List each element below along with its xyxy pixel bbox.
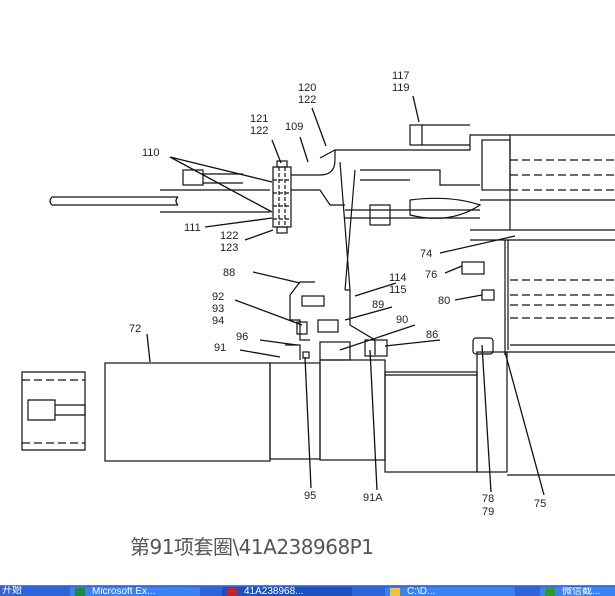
callout-110: 110: [142, 147, 160, 159]
callout-79: 79: [482, 506, 494, 518]
callout-90: 90: [396, 314, 408, 326]
callout-labels: 117 119 120 122 121 122 109 110 111 122 …: [129, 70, 546, 518]
callout-93: 93: [212, 303, 224, 315]
callout-122: 122: [250, 125, 268, 137]
callout-95: 95: [304, 490, 316, 502]
callout-89: 89: [372, 299, 384, 311]
taskbar-item-folder[interactable]: C:\D...: [385, 587, 515, 596]
callout-91A: 91A: [363, 492, 383, 504]
callout-122: 122: [220, 230, 238, 242]
taskbar-item-excel[interactable]: Microsoft Ex...: [70, 587, 200, 596]
taskbar-item-label: C:\D...: [407, 587, 436, 596]
part-caption: 第91项套圈\41A238968P1: [130, 535, 374, 559]
callout-86: 86: [426, 329, 438, 341]
callout-94: 94: [212, 315, 224, 327]
callout-78: 78: [482, 493, 494, 505]
taskbar: 开始 Microsoft Ex... 41A238968... C:\D... …: [0, 585, 615, 596]
callout-117: 117: [392, 70, 410, 82]
callout-123: 123: [220, 242, 238, 254]
callout-109: 109: [285, 121, 303, 133]
callout-119: 119: [392, 82, 410, 94]
start-button[interactable]: 开始: [0, 586, 64, 596]
leader-lines: [146, 95, 545, 496]
callout-122: 122: [298, 94, 316, 106]
callout-75: 75: [534, 498, 546, 510]
callout-72: 72: [129, 323, 141, 335]
drawing-lines: [21, 124, 615, 476]
taskbar-item-image[interactable]: 微信截...: [540, 587, 615, 596]
callout-115: 115: [389, 284, 407, 296]
callout-96: 96: [236, 331, 248, 343]
excel-icon: [75, 588, 85, 596]
callout-121: 121: [250, 113, 268, 125]
callout-88: 88: [223, 267, 235, 279]
taskbar-item-label: 41A238968...: [244, 587, 304, 596]
pdf-icon: [227, 588, 237, 596]
taskbar-item-label: Microsoft Ex...: [92, 587, 156, 596]
callout-92: 92: [212, 291, 224, 303]
folder-icon: [390, 588, 400, 596]
callout-74: 74: [420, 248, 432, 260]
taskbar-item-label: 微信截...: [562, 587, 601, 596]
callout-120: 120: [298, 82, 316, 94]
callout-111: 111: [184, 222, 201, 234]
callout-91: 91: [214, 342, 226, 354]
image-icon: [545, 588, 555, 596]
callout-80: 80: [438, 295, 450, 307]
callout-76: 76: [425, 269, 437, 281]
taskbar-item-pdf[interactable]: 41A238968...: [222, 587, 352, 596]
callout-114: 114: [389, 272, 407, 284]
